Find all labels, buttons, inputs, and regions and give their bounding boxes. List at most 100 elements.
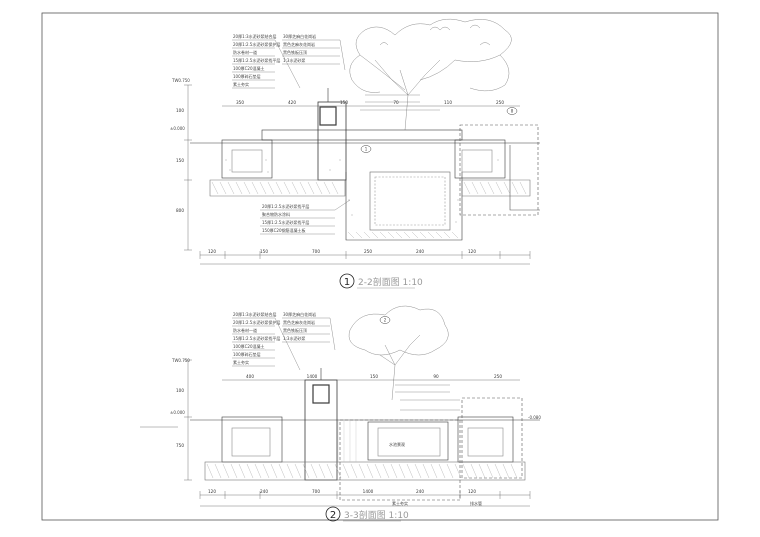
section-1-title-block: 1 2-2剖面图 1:10 bbox=[339, 273, 423, 289]
dimension-value: 700 bbox=[312, 249, 320, 254]
material-callout: 100厚C20混凝土 bbox=[233, 343, 265, 349]
level-label: -0.080 bbox=[528, 415, 541, 420]
level-label: TW0.750 bbox=[171, 78, 190, 83]
section-title-1: 2-2剖面图 1:10 bbox=[358, 276, 423, 288]
material-callout: 150厚C20钢筋混凝土板 bbox=[262, 227, 306, 233]
material-callout: 防水卷材一道 bbox=[233, 49, 257, 55]
material-callout: 黑色铁板压顶 bbox=[283, 327, 307, 333]
dimension-value: 110 bbox=[444, 100, 452, 105]
material-callout: 100厚C20混凝土 bbox=[233, 65, 265, 71]
section-1-levels: TW0.750 ±0.000 bbox=[170, 78, 190, 131]
note-label: 排水管 bbox=[470, 500, 482, 506]
material-callout: 15厚1:2.5水泥砂浆找平层 bbox=[262, 219, 309, 225]
section-3-3-drawing bbox=[190, 368, 540, 501]
section-number-circle-2 bbox=[325, 506, 341, 522]
detail-tag-8: 8 bbox=[506, 107, 518, 115]
section-number-1: 1 bbox=[344, 277, 350, 288]
material-callout: 20厚1:3水泥砂浆结合层 bbox=[233, 33, 277, 39]
section-number-2: 2 bbox=[330, 510, 336, 521]
dimension-value: 100 bbox=[176, 108, 184, 113]
section-2-2-leaders bbox=[232, 39, 440, 235]
dimension-value: 1400 bbox=[307, 374, 318, 379]
basin-label: 水池景观 bbox=[389, 441, 405, 447]
dimension-value: 150 bbox=[176, 158, 184, 163]
section-2-2-stipple bbox=[225, 139, 499, 223]
material-callout: 防水卷材一道 bbox=[233, 327, 257, 333]
section-number-circle-1 bbox=[339, 273, 355, 289]
material-callout: 30厚芝麻白花岗岩 bbox=[283, 311, 316, 317]
dimension-value: 150 bbox=[370, 374, 378, 379]
sheet-frame bbox=[41, 12, 719, 521]
level-label: ±0.000 bbox=[170, 126, 185, 131]
dimension-value: 350 bbox=[236, 100, 244, 105]
section-1-left-dimensions: 100 150 800 bbox=[176, 108, 184, 213]
dimension-value: 400 bbox=[246, 374, 254, 379]
dimension-value: 70 bbox=[393, 100, 399, 105]
material-callout: 素土夯实 bbox=[233, 81, 249, 87]
dimension-value: 240 bbox=[260, 489, 268, 494]
material-callout: 黑色芝麻灰花岗岩 bbox=[283, 319, 315, 325]
section-2-levels: TW0.750 ±0.000 -0.080 bbox=[170, 358, 541, 420]
material-callout: 1:3水泥砂浆 bbox=[283, 57, 305, 63]
material-callout: 20厚1:2.5水泥砂浆保护层 bbox=[233, 319, 280, 325]
material-callout: 100厚碎石垫层 bbox=[233, 73, 261, 79]
dimension-value: 750 bbox=[176, 443, 184, 448]
section-2-2-dimensions bbox=[184, 84, 531, 265]
dimension-value: 250 bbox=[364, 249, 372, 254]
material-callout: 15厚1:2.5水泥砂浆找平层 bbox=[233, 335, 280, 341]
section-1-bottom-dimensions: 120 150 700 250 240 120 bbox=[208, 249, 476, 254]
dimension-value: 120 bbox=[208, 249, 216, 254]
level-label: ±0.000 bbox=[170, 410, 185, 415]
section-3-3-dimensions bbox=[140, 359, 531, 507]
dimension-value: 420 bbox=[288, 100, 296, 105]
dimension-value: 800 bbox=[176, 208, 184, 213]
section-2-2-drawing bbox=[190, 88, 540, 241]
material-callout: 100厚碎石垫层 bbox=[233, 351, 261, 357]
material-callout: 黑色铁板压顶 bbox=[283, 49, 307, 55]
dimension-value: 120 bbox=[468, 489, 476, 494]
detail-tag-2: 2 bbox=[379, 316, 391, 324]
section-2-top-dimensions: 400 1400 150 90 250 bbox=[246, 374, 502, 379]
dimension-value: 120 bbox=[208, 489, 216, 494]
material-callout: 黑色芝麻灰花岗岩 bbox=[283, 41, 315, 47]
dimension-value: 150 bbox=[340, 100, 348, 105]
dimension-value: 250 bbox=[496, 100, 504, 105]
material-callout: 30厚芝麻白花岗岩 bbox=[283, 33, 316, 39]
dimension-value: 150 bbox=[260, 249, 268, 254]
material-callout: 素土夯实 bbox=[233, 359, 249, 365]
detail-tag-1: 1 bbox=[360, 145, 372, 153]
section-3-3-hatch bbox=[206, 420, 518, 479]
dimension-value: 700 bbox=[312, 489, 320, 494]
note-label: 素土夯实 bbox=[392, 500, 408, 506]
svg-text:2: 2 bbox=[384, 318, 387, 323]
material-callout: 15厚1:2.5水泥砂浆找平层 bbox=[233, 57, 280, 63]
dimension-value: 90 bbox=[433, 374, 439, 379]
material-callout: 1:3水泥砂浆 bbox=[283, 335, 305, 341]
dimension-value: 240 bbox=[416, 249, 424, 254]
section-3-3-leaders bbox=[232, 317, 460, 411]
svg-text:1: 1 bbox=[365, 147, 368, 152]
material-callout: 20厚1:2.5水泥砂浆找平层 bbox=[262, 203, 309, 209]
tree-sketch-top bbox=[349, 18, 512, 131]
section-2-title-block: 2 3-3剖面图 1:10 bbox=[325, 506, 409, 522]
dimension-value: 250 bbox=[494, 374, 502, 379]
section-2-left-dimensions: 100 750 bbox=[176, 388, 184, 448]
section-title-2: 3-3剖面图 1:10 bbox=[344, 509, 409, 521]
dimension-value: 240 bbox=[416, 489, 424, 494]
material-callout: 20厚1:2.5水泥砂浆保护层 bbox=[233, 41, 280, 47]
material-callout: 20厚1:3水泥砂浆结合层 bbox=[233, 311, 277, 317]
dimension-value: 120 bbox=[468, 249, 476, 254]
section-2-2-hatch bbox=[211, 181, 527, 239]
level-label: TW0.750 bbox=[171, 358, 190, 363]
section-1-top-dimensions: 350 420 150 70 110 250 bbox=[236, 100, 504, 105]
material-callout: 聚合物防水涂料 bbox=[262, 211, 290, 217]
tree-sketch-bottom bbox=[348, 305, 449, 401]
dimension-value: 100 bbox=[176, 388, 184, 393]
